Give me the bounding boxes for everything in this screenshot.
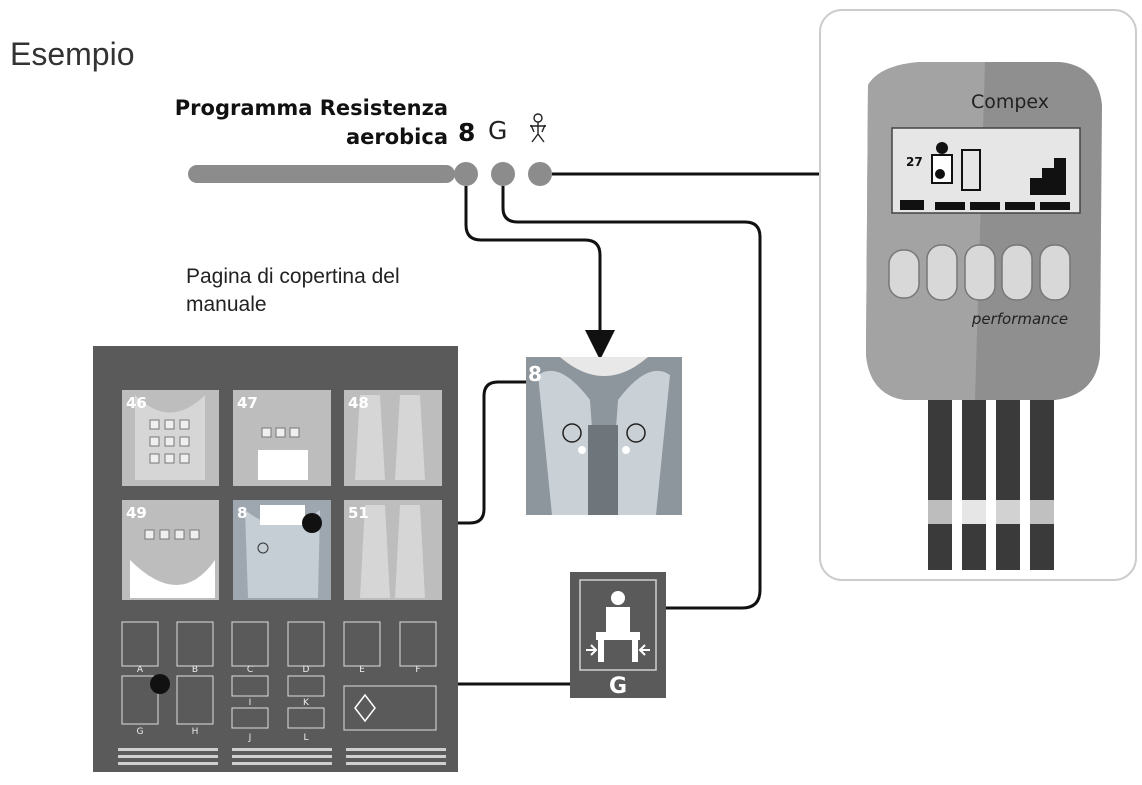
svg-text:46: 46 bbox=[126, 394, 147, 412]
svg-text:27: 27 bbox=[906, 155, 923, 169]
connector-dot-position bbox=[491, 162, 515, 186]
person-icon bbox=[530, 113, 546, 143]
cover-label-line1: Pagina di copertina del bbox=[186, 265, 400, 288]
svg-text:performance: performance bbox=[971, 310, 1068, 328]
position-icons bbox=[121, 621, 437, 731]
svg-text:D: D bbox=[303, 665, 310, 675]
svg-text:8: 8 bbox=[528, 362, 542, 386]
connector-dot-program bbox=[528, 162, 552, 186]
svg-text:K: K bbox=[303, 698, 310, 708]
placement-number: 8 bbox=[458, 118, 476, 147]
zoom-placement-8: 8 bbox=[526, 357, 682, 515]
program-name-line2: aerobica bbox=[345, 125, 448, 149]
svg-text:J: J bbox=[248, 733, 252, 743]
compex-device: Compex 27 performance bbox=[819, 9, 1137, 581]
cover-page-label: Pagina di copertina del manuale bbox=[186, 263, 506, 319]
program-name-line1: Programma Resistenza bbox=[174, 96, 448, 120]
highlight-dot-placement bbox=[302, 513, 322, 533]
svg-text:C: C bbox=[247, 665, 253, 675]
position-letters: A B C D E F G H I J K L bbox=[137, 665, 421, 743]
code-connector bbox=[188, 162, 552, 186]
connector-dot-placement bbox=[454, 162, 478, 186]
svg-text:8: 8 bbox=[237, 504, 247, 522]
svg-text:G: G bbox=[609, 674, 627, 699]
line-cover-to-zoom8 bbox=[312, 380, 526, 525]
device-buttons bbox=[888, 244, 1071, 301]
svg-text:Compex: Compex bbox=[971, 91, 1049, 113]
program-name: Programma Resistenza aerobica bbox=[118, 94, 448, 152]
electrode-cables bbox=[928, 400, 1054, 570]
line-to-position-zoom bbox=[501, 186, 762, 610]
svg-text:L: L bbox=[303, 733, 308, 743]
svg-text:F: F bbox=[415, 665, 420, 675]
page-title: Esempio bbox=[10, 36, 135, 72]
svg-text:51: 51 bbox=[348, 504, 369, 522]
line-to-placement-zoom bbox=[464, 186, 615, 360]
svg-text:49: 49 bbox=[126, 504, 147, 522]
manual-cover: A B C D E F G H I J K L 46 47 48 49 8 51 bbox=[93, 346, 458, 772]
cover-footer-text bbox=[118, 748, 446, 765]
placement-numbers: 46 47 48 49 8 51 bbox=[126, 394, 369, 522]
svg-text:G: G bbox=[137, 727, 144, 737]
svg-text:47: 47 bbox=[237, 394, 258, 412]
svg-text:48: 48 bbox=[348, 394, 369, 412]
screen-pointer-dot bbox=[935, 169, 945, 179]
svg-text:A: A bbox=[137, 665, 144, 675]
svg-text:B: B bbox=[192, 665, 198, 675]
svg-text:E: E bbox=[359, 665, 365, 675]
highlight-dot-position bbox=[150, 674, 170, 694]
svg-text:I: I bbox=[249, 698, 252, 708]
position-letter: G bbox=[488, 116, 508, 145]
zoom-position-G: G bbox=[570, 572, 666, 699]
svg-text:H: H bbox=[192, 727, 199, 737]
cover-label-line2: manuale bbox=[186, 293, 267, 316]
